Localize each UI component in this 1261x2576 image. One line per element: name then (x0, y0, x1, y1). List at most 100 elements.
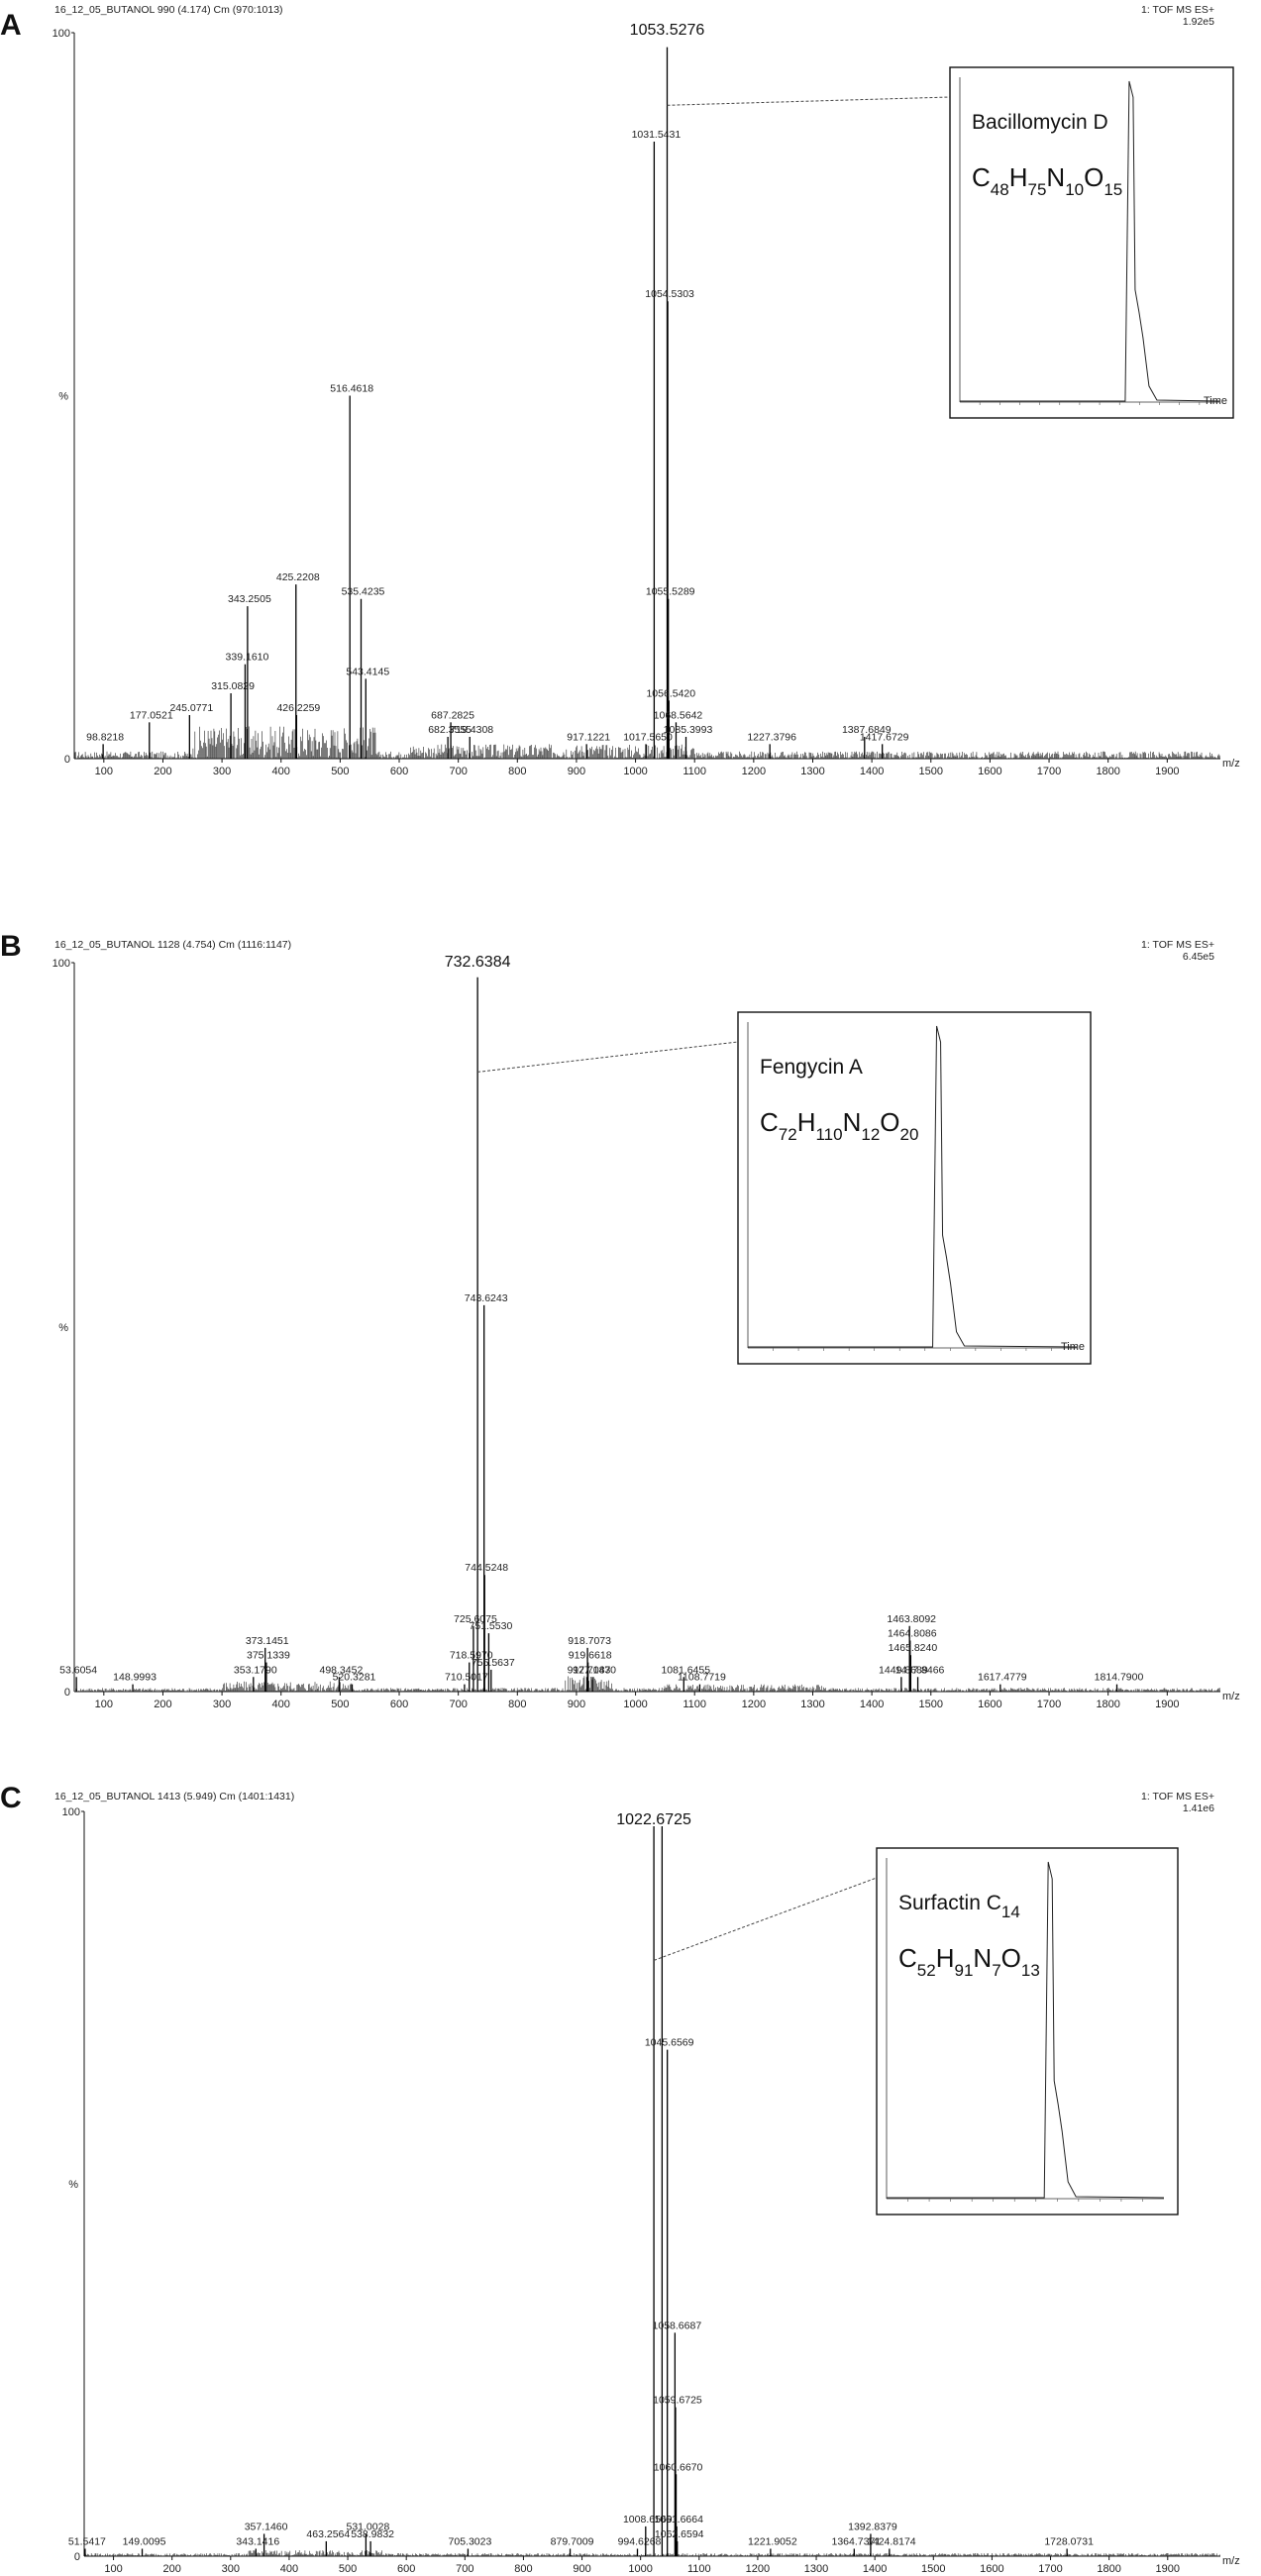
peak-label: 1814.7900 (1095, 1672, 1144, 1684)
peak-label: 1081.6455 (661, 1664, 710, 1676)
x-tick-label: 100 (95, 1699, 113, 1710)
peak-label: 98.8218 (86, 731, 124, 743)
y-tick-100: 100 (62, 1806, 80, 1818)
baseline-noise (74, 726, 1220, 759)
x-tick-label: 300 (222, 2563, 240, 2575)
peak-label: 1221.9052 (748, 2535, 797, 2547)
formula-subscript: 72 (779, 1125, 797, 1144)
formula-element: N (843, 1107, 862, 1137)
formula-element: C (898, 1943, 917, 1973)
peak-label: 719.4308 (450, 724, 493, 736)
formula-element: C (760, 1107, 779, 1137)
peak-label: 1387.6849 (842, 724, 892, 736)
peak-label: 353.1790 (234, 1664, 277, 1676)
peak-label: 535.4235 (342, 586, 385, 598)
peak-label: 705.3023 (449, 2535, 492, 2547)
peak-label: 516.4618 (330, 383, 373, 395)
peak-label: 1463.8092 (887, 1613, 936, 1625)
peak-label: 1227.3796 (747, 731, 796, 743)
baseline-noise (84, 2550, 1220, 2556)
peak-label: 1031.5431 (632, 129, 682, 141)
x-tick-label: 300 (213, 1699, 231, 1710)
peak-label: 1058.6687 (653, 2319, 702, 2331)
x-tick-label: 200 (154, 1699, 171, 1710)
inset-chromatogram-trace (887, 1861, 1165, 2199)
inset-box (876, 1847, 1179, 2215)
peak-label: 725.6075 (454, 1613, 497, 1625)
peak-label: 718.5970 (450, 1650, 493, 1662)
peak-label: 917.7083 (568, 1664, 611, 1676)
x-tick-label: 1700 (1038, 2563, 1062, 2575)
formula-element: C (972, 162, 991, 192)
peak-label: 149.0095 (123, 2535, 166, 2547)
inset-leader-line (653, 1877, 878, 1961)
x-tick-label: 1400 (860, 1699, 884, 1710)
x-tick-label: 200 (163, 2563, 181, 2575)
peak-label: 463.2564 (306, 2528, 350, 2540)
formula-subscript: 75 (1027, 180, 1046, 199)
header-right-instrument: 1: TOF MS ES+ (1141, 939, 1214, 951)
formula-element: O (1084, 162, 1103, 192)
x-tick-label: 900 (573, 2563, 590, 2575)
peak-label: 1417.6729 (860, 731, 909, 743)
x-tick-label: 800 (508, 1699, 526, 1710)
x-tick-label: 900 (568, 1699, 585, 1710)
x-tick-label: 1800 (1097, 2563, 1120, 2575)
peak-label: 177.0521 (130, 709, 173, 721)
baseline-noise (74, 1676, 1220, 1692)
formula-subscript: 110 (815, 1125, 842, 1144)
peak-label: 1728.0731 (1044, 2535, 1094, 2547)
header-left: 16_12_05_BUTANOL 1128 (4.754) Cm (1116:1… (54, 939, 291, 951)
formula-element: O (880, 1107, 899, 1137)
peak-label: 543.4145 (346, 666, 389, 677)
x-tick-label: 700 (456, 2563, 473, 2575)
peak-label: 498.3452 (319, 1664, 363, 1676)
peak-label: 744.5248 (465, 1562, 508, 1574)
peak-label: 1059.6725 (653, 2395, 702, 2407)
peak-label: 682.3555 (428, 724, 472, 736)
peak-label: 1061.6664 (654, 2514, 703, 2525)
header-right-instrument: 1: TOF MS ES+ (1141, 1791, 1214, 1803)
inset-compound-name: Fengycin A (760, 1056, 863, 1079)
x-tick-label: 1100 (687, 2563, 711, 2575)
peak-label: 879.7009 (551, 2535, 594, 2547)
formula-element: H (936, 1943, 955, 1973)
inset-leader-line (667, 96, 951, 106)
x-tick-label: 1600 (978, 1699, 1001, 1710)
x-axis-label: m/z (1222, 1691, 1240, 1702)
peak-label: 1449.8689 (879, 1664, 928, 1676)
panel-letter: A (0, 9, 22, 42)
formula-subscript: 48 (991, 180, 1009, 199)
peak-label: 1055.5289 (646, 586, 695, 598)
y-tick-100: 100 (53, 958, 70, 970)
peak-label: 51.5417 (68, 2535, 106, 2547)
y-axis-percent-label: % (68, 2179, 78, 2191)
header-right-intensity: 1.41e6 (1183, 1803, 1214, 1814)
inset-chromatogram-trace (960, 80, 1220, 402)
x-tick-label: 1900 (1155, 1699, 1179, 1710)
formula-subscript: 12 (861, 1125, 880, 1144)
header-right-instrument: 1: TOF MS ES+ (1141, 4, 1214, 16)
peak-label: 1068.5642 (654, 709, 703, 721)
peak-label: 1085.3993 (664, 724, 713, 736)
peak-label: 917.1221 (567, 731, 610, 743)
y-tick-100: 100 (53, 28, 70, 40)
peak-label: 375.1339 (247, 1650, 290, 1662)
x-tick-label: 200 (154, 766, 171, 777)
formula-subscript: 91 (954, 1961, 973, 1980)
x-tick-label: 1800 (1096, 1699, 1119, 1710)
peak-label: 751.5530 (470, 1620, 513, 1632)
peak-label: 1008.6569 (623, 2514, 673, 2525)
peak-label: 743.6243 (465, 1292, 508, 1304)
inset-box (737, 1011, 1092, 1365)
x-tick-label: 800 (514, 2563, 532, 2575)
formula-element: O (1001, 1943, 1021, 1973)
x-tick-label: 700 (449, 1699, 467, 1710)
formula-element: H (1009, 162, 1028, 192)
peak-label: 1108.7719 (678, 1672, 726, 1684)
peak-label: 1617.4779 (978, 1672, 1027, 1684)
x-tick-label: 100 (104, 2563, 122, 2575)
